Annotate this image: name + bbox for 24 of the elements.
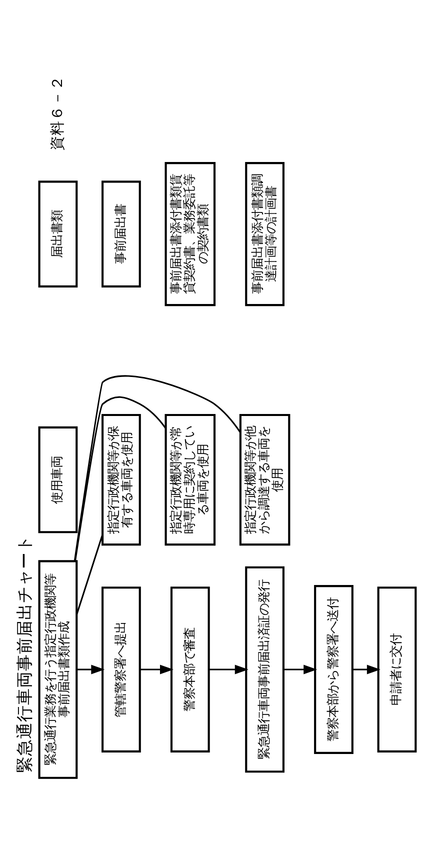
label: 資料６－２	[50, 75, 66, 150]
node-box: 警察本部で審査	[170, 586, 210, 752]
arrow	[76, 664, 105, 674]
node-box: 緊急通行車両事前届出済証の発行	[245, 566, 284, 773]
arrow	[140, 664, 174, 674]
connector	[74, 375, 241, 562]
connector	[74, 396, 166, 561]
node-box: 事前届出書添付書類賃貸契約書、業務委託等の契約書類	[164, 162, 216, 306]
node-box: 管轄警察署へ提出	[102, 586, 141, 752]
node-box: 事前届出書添付書類調達計画等の計画書	[245, 162, 284, 306]
arrow	[352, 664, 380, 674]
node-box: 事前届出書	[102, 180, 141, 288]
diagram-title: 緊急通行車両事前届出チャート	[14, 534, 34, 773]
node-box: 指定行政機関等が常時専用に契約している車両を使用	[164, 414, 216, 546]
connector	[76, 534, 104, 615]
node-box: 指定行政機関等が他から調達する車両を使用	[239, 414, 290, 546]
node-box: 指定行政機関等が保有する車両を使用	[102, 414, 141, 546]
node-box: 使用車両	[38, 426, 78, 534]
node-box: 申請者に交付	[377, 586, 417, 752]
node-box: 警察本部から警察署へ送付	[314, 585, 354, 754]
arrow	[209, 664, 248, 674]
node-box: 届出書類	[38, 180, 78, 288]
node-box: 緊急通行業務を行う指定行政機関等事前届出書類作成	[38, 560, 78, 779]
arrow	[284, 664, 318, 674]
